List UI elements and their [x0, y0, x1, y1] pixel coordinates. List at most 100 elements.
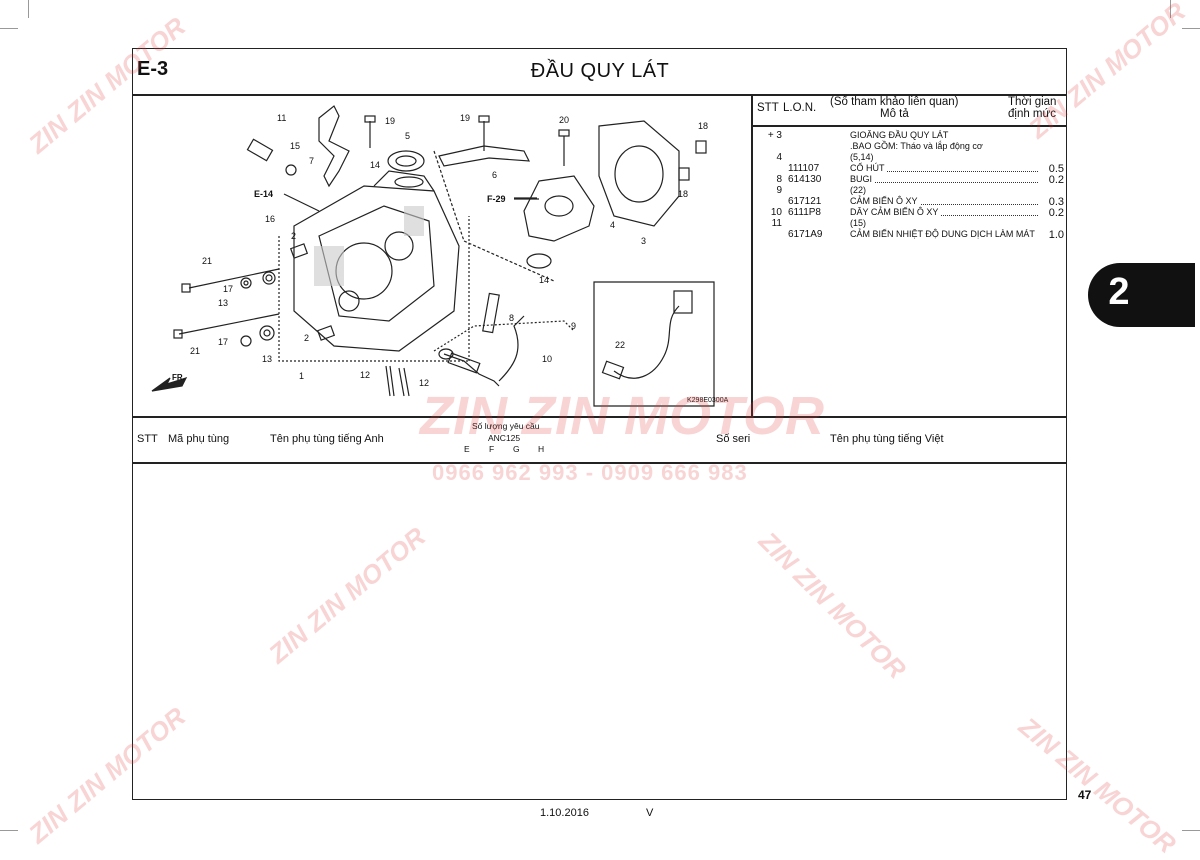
callout: 19: [385, 116, 395, 126]
crop-mark: [1170, 0, 1171, 18]
row-lon: 614130: [788, 174, 822, 185]
right-table-rows: + 3 GIOĂNG ĐẦU QUY LÁT .BAO GỒM: Tháo và …: [756, 130, 1066, 241]
list-col-serial: Số seri: [716, 433, 751, 445]
variant-e: E: [464, 444, 470, 454]
crop-mark: [1182, 830, 1200, 831]
callout: 21: [202, 256, 212, 266]
table-row: + 3 GIOĂNG ĐẦU QUY LÁT: [756, 130, 1066, 141]
list-col-stt: STT: [137, 433, 158, 445]
table-row: 8 614130 BUGI 0.2: [756, 174, 1066, 186]
callout: 17: [218, 337, 228, 347]
row-stt: 11: [771, 218, 782, 229]
dot-leader: [850, 196, 1038, 205]
row-desc: DÂY CẢM BIẾN Ô XY: [850, 207, 941, 217]
section-code: E-3: [137, 58, 169, 80]
table-row: 617121 CẢM BIẾN Ô XY 0.3: [756, 196, 1066, 208]
callout: 8: [509, 313, 514, 323]
diagram-bottom-divider: [132, 416, 1067, 418]
row-stt: 10: [770, 207, 782, 218]
row-desc: CẢM BIẾN Ô XY: [850, 196, 920, 206]
callout: 6: [492, 170, 497, 180]
row-desc: (15): [850, 218, 867, 228]
table-row: 4 (5,14): [756, 152, 1066, 163]
cylinder-head-detail: [318, 205, 435, 322]
row-time: 1.0: [1048, 229, 1064, 241]
crop-mark: [1182, 28, 1200, 29]
table-row: 9 (22): [756, 185, 1066, 196]
row-lon: 617121: [788, 196, 822, 207]
variant-h: H: [538, 444, 545, 454]
list-col-name-en: Tên phụ tùng tiếng Anh: [270, 433, 384, 445]
crop-mark: [28, 0, 29, 18]
callout: 2: [291, 231, 296, 241]
row-desc: GIOĂNG ĐẦU QUY LÁT: [850, 130, 949, 140]
callout: 18: [678, 189, 688, 199]
row-stt: 4: [776, 152, 782, 163]
qty-required-label: Số lượng yêu cầu: [472, 421, 540, 431]
section-tab-number: 2: [1108, 271, 1130, 313]
row-desc: .BAO GỒM: Tháo và lắp động cơ: [850, 141, 983, 151]
dot-leader: [850, 163, 1038, 172]
crop-mark: [0, 28, 18, 29]
right-col-desc-header-1: (Số tham khảo liên quan): [830, 96, 959, 108]
row-desc: (22): [850, 185, 867, 195]
header-divider: [132, 94, 1067, 96]
model-label: ANC125: [488, 433, 521, 443]
callout: 22: [615, 340, 625, 350]
callout: 12: [419, 378, 429, 388]
right-col-desc-header-2: Mô tả: [880, 108, 909, 120]
fr-label: FR.: [172, 373, 185, 382]
callout: 18: [698, 121, 708, 131]
row-lon: 6171A9: [788, 229, 823, 240]
table-row: 111107 CỔ HÚT 0.5: [756, 163, 1066, 175]
exploded-parts-diagram: 11 15 7 19 5 19 6 20 18 14 E-14 16 2 21 …: [151, 105, 729, 407]
section-tab: 2: [1088, 263, 1195, 327]
row-stt: 8: [776, 174, 782, 185]
callout: 16: [265, 214, 275, 224]
right-table-header-line: [752, 125, 1066, 127]
row-time: 0.2: [1048, 174, 1064, 186]
row-desc: CỔ HÚT: [850, 163, 887, 173]
row-time: 0.3: [1048, 196, 1064, 208]
callout: 14: [539, 275, 549, 285]
reference-code: K298E0300A: [687, 397, 729, 404]
callout: 20: [559, 115, 569, 125]
right-col-stt-header: STT: [757, 102, 779, 114]
row-stt: + 3: [767, 130, 782, 141]
callout: 9: [571, 321, 576, 331]
right-col-time-header-1: Thời gian: [1008, 96, 1057, 108]
callout: 13: [218, 298, 228, 308]
row-desc: (5,14): [850, 152, 874, 162]
callout: 3: [641, 236, 646, 246]
callout: 17: [223, 284, 233, 294]
callout: 21: [190, 346, 200, 356]
callout-labels: 11 15 7 19 5 19 6 20 18 14 E-14 16 2 21 …: [172, 113, 729, 404]
page-frame: [132, 48, 1067, 800]
table-row: .BAO GỒM: Tháo và lắp động cơ: [756, 141, 1066, 152]
list-header-divider: [132, 462, 1067, 464]
row-lon: 6111P8: [788, 207, 821, 218]
list-col-name-vi: Tên phụ tùng tiếng Việt: [830, 433, 944, 445]
row-time: 0.2: [1048, 207, 1064, 219]
dot-leader: [850, 174, 1038, 183]
row-lon: 111107: [788, 163, 820, 174]
callout: 19: [460, 113, 470, 123]
row-time: 0.5: [1048, 163, 1064, 175]
row-stt: 9: [776, 185, 782, 196]
footer-date: 1.10.2016: [540, 807, 589, 819]
callout: 15: [290, 141, 300, 151]
callout: 1: [299, 371, 304, 381]
callout: 12: [360, 370, 370, 380]
footer-code: V: [646, 807, 654, 819]
diagram-divider: [751, 94, 753, 416]
callout: 7: [309, 156, 314, 166]
callout: 10: [542, 354, 552, 364]
page-number: 47: [1078, 788, 1092, 802]
callout: 14: [370, 160, 380, 170]
callout: F-29: [487, 194, 506, 204]
variant-g: G: [513, 444, 520, 454]
variant-f: F: [489, 444, 495, 454]
callout: 13: [262, 354, 272, 364]
row-desc: BUGI: [850, 174, 875, 184]
page-title: ĐẦU QUY LÁT: [530, 60, 670, 82]
